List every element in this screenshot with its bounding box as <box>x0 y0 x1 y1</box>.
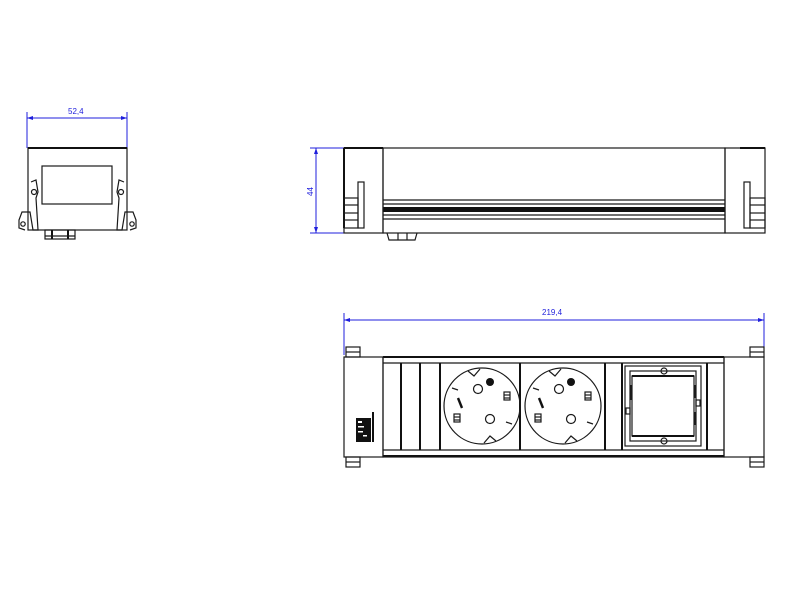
schuko-socket-2 <box>524 363 606 450</box>
blank-slots <box>400 363 441 450</box>
dimension-width: 52,4 <box>26 107 128 148</box>
manufacturer-label-icon <box>356 412 374 442</box>
end-view: 52,4 <box>18 107 137 240</box>
dimension-height-label: 44 <box>306 187 315 196</box>
schuko-socket-1 <box>443 363 521 450</box>
dimension-width-label: 52,4 <box>68 107 84 116</box>
top-view: 219,4 <box>343 308 765 468</box>
side-view: 44 <box>306 147 766 241</box>
dimension-length: 219,4 <box>343 308 765 355</box>
dimension-length-label: 219,4 <box>542 308 563 317</box>
data-module-frame <box>624 363 708 450</box>
